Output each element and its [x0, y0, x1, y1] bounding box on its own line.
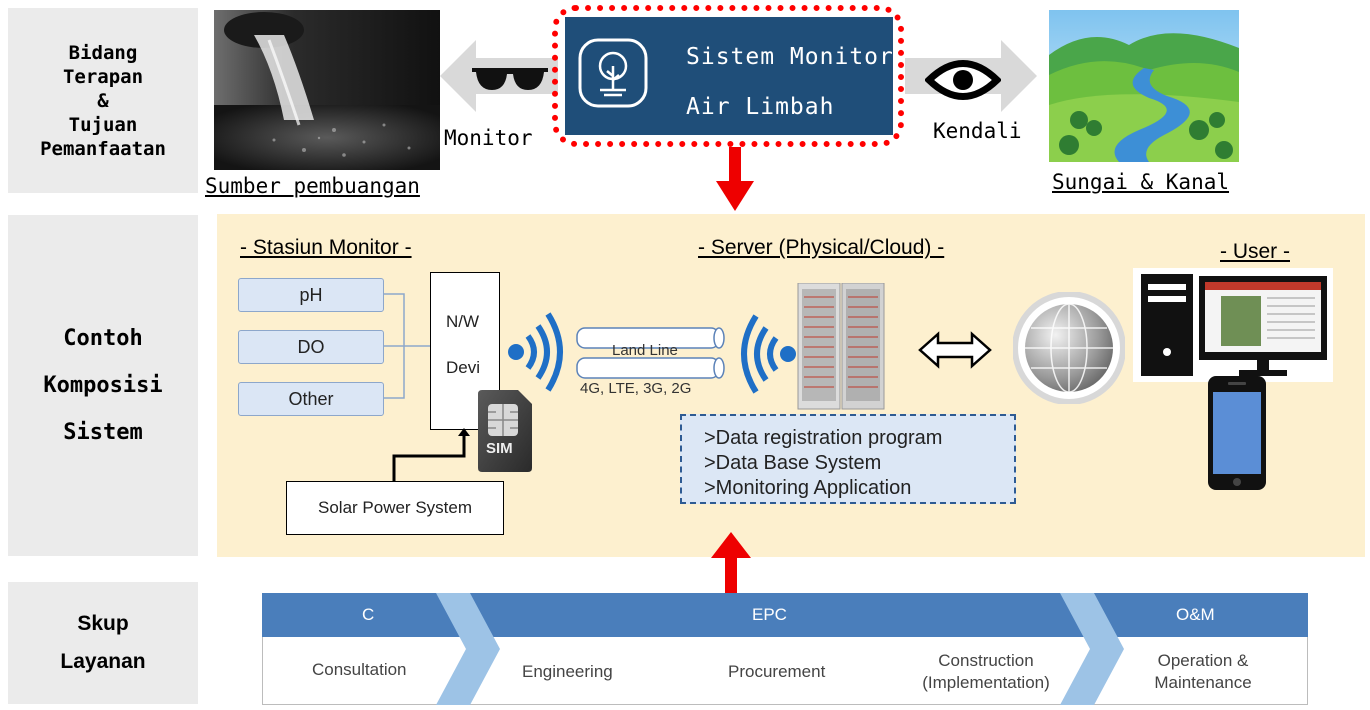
user-title: - User - — [1220, 240, 1290, 263]
row-label-scope: Skup Layanan — [8, 582, 198, 704]
source-caption: Sumber pembuangan — [205, 174, 420, 198]
step-construction-line: (Implementation) — [922, 673, 1050, 692]
phase-chevron — [436, 593, 502, 710]
row-label-composition: Contoh Komposisi Sistem — [8, 215, 198, 556]
step-operation: Operation & Maintenance — [1140, 650, 1266, 694]
title-line-1: Sistem Monitor — [686, 44, 894, 70]
row-label-application: Bidang Terapan & Tujuan Pemanfaatan — [8, 8, 198, 193]
solar-power-box: Solar Power System — [286, 481, 504, 535]
server-rack-image — [796, 282, 888, 416]
title-dashed-frame — [552, 5, 904, 147]
sensor-do: DO — [238, 330, 384, 364]
title-line-2: Air Limbah — [686, 94, 835, 120]
scope-header-bar — [262, 593, 1308, 637]
row-label-line: Layanan — [60, 650, 146, 673]
row-label-line: Sistem — [63, 420, 143, 445]
eye-icon — [923, 55, 1003, 110]
solar-connector — [390, 428, 480, 489]
river-caption: Sungai & Kanal — [1052, 170, 1230, 194]
sensor-other: Other — [238, 382, 384, 416]
sensor-label: Other — [288, 388, 334, 409]
sensor-label: DO — [297, 336, 325, 357]
sensor-ph: pH — [238, 278, 384, 312]
mobile-line-pipe — [575, 356, 725, 387]
row-label-line: Terapan — [62, 65, 144, 88]
row-label-line: Komposisi — [43, 373, 163, 398]
row-label-line: Bidang — [68, 41, 138, 64]
station-title: - Stasiun Monitor - — [240, 236, 412, 259]
row-label-line: Contoh — [63, 326, 143, 351]
river-landscape-image — [1049, 10, 1239, 162]
step-construction: Construction (Implementation) — [916, 650, 1056, 694]
scope-header-epc: EPC — [752, 605, 787, 624]
row-label-line: & — [97, 89, 109, 112]
monitor-label: Monitor — [444, 126, 533, 150]
software-item: >Data Base System — [704, 452, 882, 474]
bidirectional-arrow — [918, 330, 992, 375]
software-item: >Data registration program — [704, 427, 943, 449]
sim-label: SIM — [486, 440, 513, 457]
land-line-label: Land Line — [612, 342, 678, 359]
solar-power-label: Solar Power System — [318, 498, 472, 517]
step-procurement: Procurement — [728, 662, 826, 681]
step-engineering: Engineering — [522, 662, 613, 681]
internet-globe-icon — [1012, 291, 1126, 409]
sunglasses-icon — [470, 62, 550, 99]
scope-header-om: O&M — [1176, 605, 1215, 624]
red-down-arrow — [716, 147, 754, 216]
step-consultation: Consultation — [312, 660, 407, 679]
server-title: - Server (Physical/Cloud) - — [698, 236, 945, 259]
server-software-box: >Data registration program >Data Base Sy… — [680, 414, 1016, 504]
row-label-line: Skup — [77, 612, 129, 635]
phase-chevron — [1060, 593, 1126, 710]
scope-header-c: C — [362, 605, 375, 624]
wireless-signal-icon — [500, 310, 570, 405]
network-device-label-1: N/W — [446, 312, 480, 331]
mobile-line-label: 4G, LTE, 3G, 2G — [580, 380, 692, 397]
step-operation-line: Operation & — [1157, 651, 1249, 670]
user-computer-icon — [1133, 268, 1333, 389]
server-signal-icon — [732, 312, 802, 403]
step-operation-line: Maintenance — [1154, 673, 1252, 692]
tree-icon — [578, 38, 648, 117]
smartphone-icon — [1206, 376, 1270, 497]
software-item: >Monitoring Application — [704, 477, 912, 499]
row-label-line: Tujuan — [68, 113, 138, 136]
row-label-line: Pemanfaatan — [40, 137, 166, 160]
network-device-label-2: Devi — [446, 358, 481, 377]
step-construction-line: Construction — [938, 651, 1034, 670]
sensor-connectors — [384, 290, 434, 415]
discharge-source-image — [214, 10, 440, 170]
red-up-arrow — [711, 532, 751, 599]
control-label: Kendali — [933, 119, 1022, 143]
sim-card-icon — [478, 390, 532, 472]
sensor-label: pH — [299, 284, 323, 305]
land-line-pipe — [575, 326, 725, 357]
